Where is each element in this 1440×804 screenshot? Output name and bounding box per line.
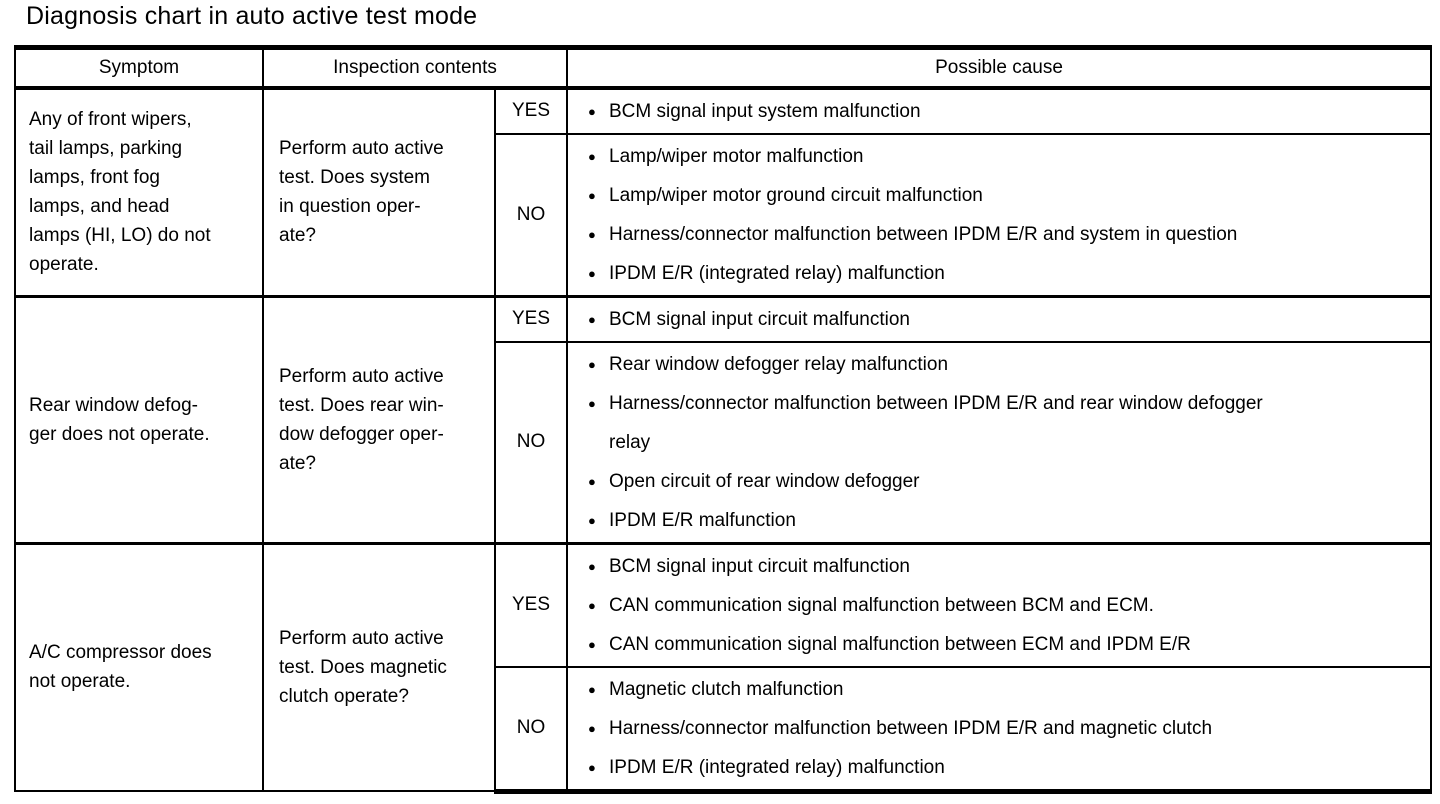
cause-text: BCM signal input circuit malfunction xyxy=(609,308,910,330)
no-cell: NO xyxy=(494,665,568,794)
cause-list: ● BCM signal input circuit malfunction ● C… xyxy=(588,547,1424,664)
bullet-icon: ● xyxy=(588,187,596,203)
bullet-icon: ● xyxy=(588,311,596,327)
bullet-icon: ● xyxy=(588,636,596,652)
cause-text: Lamp/wiper motor ground circuit malfunct… xyxy=(609,184,983,206)
yes-cell: YES xyxy=(494,541,568,668)
header-row: Symptom Inspection contents Possible cau… xyxy=(14,45,1432,90)
list-item: ● IPDM E/R malfunction xyxy=(588,501,1424,540)
inspection-cell: Perform auto active test. Does system in… xyxy=(262,85,496,297)
symptom-cell: A/C compressor does not operate. xyxy=(14,541,264,792)
symptom-cell: Any of front wipers, tail lamps, parking… xyxy=(14,85,264,297)
cause-text: IPDM E/R (integrated relay) malfunction xyxy=(609,262,945,284)
list-item: ● Magnetic clutch malfunction xyxy=(588,670,1424,709)
cause-list: ● Magnetic clutch malfunction ● Harness/co… xyxy=(588,670,1424,787)
cause-list: ● Lamp/wiper motor malfunction ● Lamp/wipe… xyxy=(588,137,1424,293)
cause-text: Rear window defogger relay malfunction xyxy=(609,353,949,375)
table-row-group3-no: NO ● Magnetic clutch malfunction ● Harness… xyxy=(15,665,1432,794)
bullet-icon: ● xyxy=(588,265,596,281)
list-item: ● Harness/connector malfunction between I… xyxy=(588,709,1424,748)
list-item: ● BCM signal input circuit malfunction xyxy=(588,300,1424,339)
bullet-icon: ● xyxy=(588,720,596,736)
bullet-icon: ● xyxy=(588,226,596,242)
cause-list: ● BCM signal input system malfunction xyxy=(588,92,1424,131)
cause-text: Lamp/wiper motor malfunction xyxy=(609,145,864,167)
causes-cell: ● BCM signal input circuit malfunction ● C… xyxy=(566,541,1432,668)
list-item: ● CAN communication signal malfunction be… xyxy=(588,625,1424,664)
cause-text: BCM signal input system malfunction xyxy=(609,100,921,122)
list-item: ● Open circuit of rear window defogger xyxy=(588,462,1424,501)
table-row-group1-yes: Any of front wipers, tail lamps, parking… xyxy=(14,85,1432,297)
cause-text: IPDM E/R malfunction xyxy=(609,509,796,531)
list-item: ● Rear window defogger relay malfunction xyxy=(588,345,1424,384)
cause-list: ●Rear window defogger relay malfunction … xyxy=(588,345,1424,540)
table-row-group1-no: NO ● Lamp/wiper motor malfunction ● Lamp/w… xyxy=(15,132,1432,297)
cause-text: IPDM E/R (integrated relay) malfunction xyxy=(609,756,945,778)
cause-text: Open circuit of rear window defogger xyxy=(609,470,920,492)
list-item: ● CAN communication signal malfunction be… xyxy=(588,586,1424,625)
yes-cell: YES xyxy=(494,85,568,135)
list-item: ● Harness/connector malfunction between I… xyxy=(588,384,1424,462)
symptom-cell: Rear window defog- ger does not operate. xyxy=(14,294,264,544)
cause-text: BCM signal input circuit malfunction xyxy=(609,555,910,577)
table-row-group3-yes: A/C compressor does not operate. Perform… xyxy=(14,541,1432,792)
causes-cell: ●Rear window defogger relay malfunction … xyxy=(566,340,1432,544)
list-item: ● IPDM E/R (integrated relay) malfunction xyxy=(588,748,1424,787)
cause-text: Harness/connector malfunction between IP… xyxy=(609,392,1263,453)
bullet-icon: ● xyxy=(588,681,596,697)
bullet-icon: ● xyxy=(588,395,596,411)
col-header-possible-cause: Possible cause xyxy=(566,45,1432,90)
list-item: ● Lamp/wiper motor ground circuit malfunc… xyxy=(588,176,1424,215)
yes-cell: YES xyxy=(494,294,568,343)
list-item: ● IPDM E/R (integrated relay) malfunction xyxy=(588,254,1424,293)
cause-text: CAN communication signal malfunction bet… xyxy=(609,594,1154,616)
table-row-group2-no: NO ● Rear window defogger relay malfuncti… xyxy=(15,340,1432,544)
table-row-group2-yes: Rear window defog- ger does not operate.… xyxy=(14,294,1432,544)
bullet-icon: ● xyxy=(588,759,596,775)
list-item: ● Harness/connector malfunction between I… xyxy=(588,215,1424,254)
no-cell: NO xyxy=(494,340,568,544)
bullet-icon: ● xyxy=(588,597,596,613)
causes-cell: ● BCM signal input system malfunction xyxy=(566,85,1432,135)
bullet-icon: ● xyxy=(588,512,596,528)
cause-text: Harness/connector malfunction between IP… xyxy=(609,223,1238,245)
causes-cell: ● Magnetic clutch malfunction ● Harness/co… xyxy=(566,665,1432,794)
diagnosis-table: Symptom Inspection contents Possible cau… xyxy=(14,45,1432,794)
bullet-icon: ● xyxy=(588,103,596,119)
cause-text: Harness/connector malfunction between IP… xyxy=(609,717,1213,739)
causes-cell: ● BCM signal input circuit malfunction xyxy=(566,294,1432,343)
bullet-icon: ● xyxy=(588,558,596,574)
list-item: ● Lamp/wiper motor malfunction xyxy=(588,137,1424,176)
bullet-icon: ● xyxy=(588,148,596,164)
bullet-icon: ● xyxy=(588,356,596,372)
page-title: Diagnosis chart in auto active test mode xyxy=(26,2,478,30)
inspection-cell: Perform auto active test. Does rear win-… xyxy=(262,294,496,544)
col-header-inspection: Inspection contents xyxy=(262,45,568,90)
cause-list: ● BCM signal input circuit malfunction xyxy=(588,300,1424,339)
no-cell: NO xyxy=(494,132,568,297)
list-item: ● BCM signal input system malfunction xyxy=(588,92,1424,131)
cause-text: CAN communication signal malfunction bet… xyxy=(609,633,1191,655)
cause-text: Magnetic clutch malfunction xyxy=(609,678,844,700)
list-item: ● BCM signal input circuit malfunction xyxy=(588,547,1424,586)
inspection-cell: Perform auto active test. Does magnetic … xyxy=(262,541,496,792)
col-header-symptom: Symptom xyxy=(14,45,264,90)
causes-cell: ● Lamp/wiper motor malfunction ● Lamp/wipe… xyxy=(566,132,1432,297)
bullet-icon: ● xyxy=(588,473,596,489)
